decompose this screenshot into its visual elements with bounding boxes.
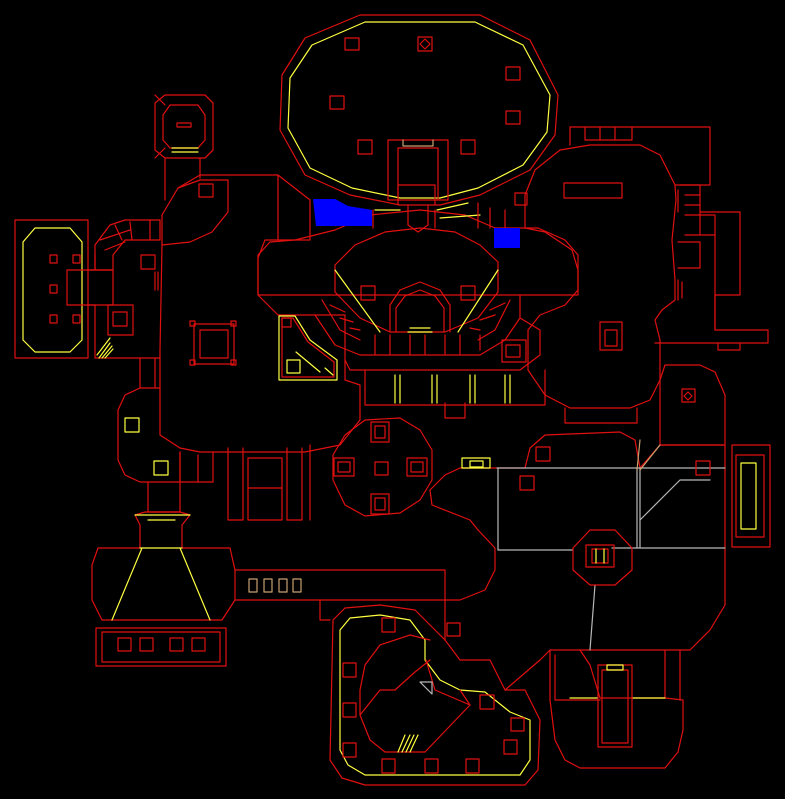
secret-sector [494,228,520,248]
secret-sectors [313,199,520,248]
secret-sector [313,199,372,226]
wall-lines [14,14,771,786]
